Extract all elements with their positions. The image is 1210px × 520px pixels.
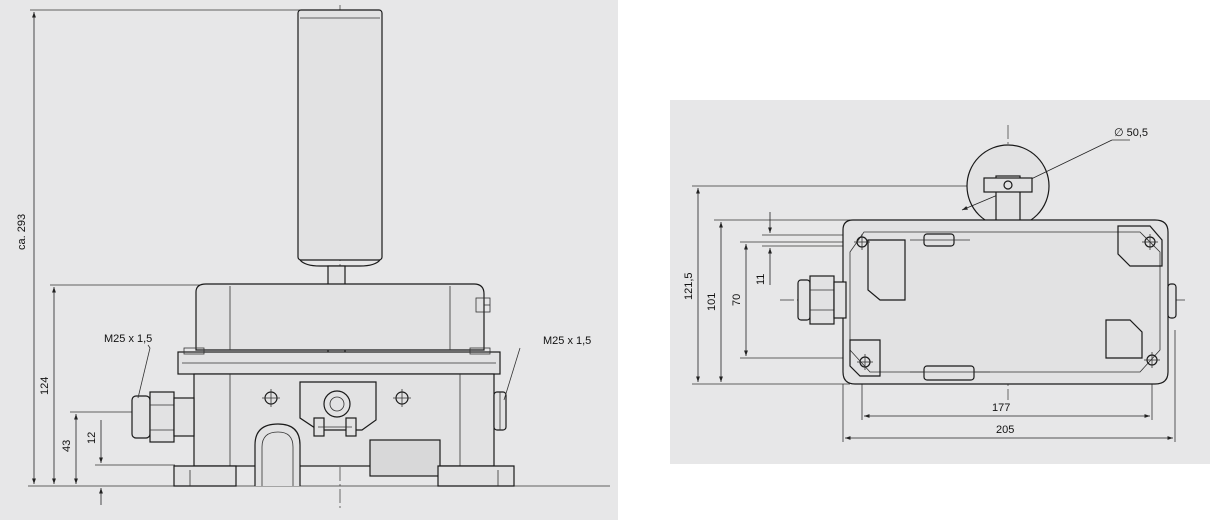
hole-top-left [854,234,870,250]
top-view: ∅ 50,5 121,5 101 70 11 177 205 [683,125,1185,442]
dim-text-base-height: 12 [86,432,98,444]
lever-clamp [299,381,377,437]
dim-text-hole-spacing: 70 [731,294,743,306]
hole-bottom-right [1144,352,1160,368]
cable-gland-left [131,391,195,443]
housing-top [842,219,1169,385]
dim-text-total-width: 205 [996,424,1014,436]
cable-gland-right [493,391,507,431]
dim-text-height-body: 101 [706,293,718,311]
screw-right [393,389,411,407]
housing-lid [195,283,485,351]
dim-text-diameter: ∅ 50,5 [1114,127,1148,139]
nameplate [369,439,441,477]
tension-tube [297,9,383,261]
screw-left [262,389,280,407]
dim-text-height-total: 121,5 [683,272,695,300]
hole-bottom-left [857,354,873,370]
arch-opening [254,423,301,486]
clip-bottom [923,365,975,381]
dim-text-housing-height: 124 [39,377,51,395]
base-foot-right [437,465,515,487]
dim-text-gland-height: 43 [61,440,73,452]
cable-gland-top [797,275,847,325]
gland-label-right: M25 x 1,5 [543,335,591,347]
dim-text-offset: 11 [755,274,767,285]
front-view: ca. 293 124 43 12 M25 x 1,5 M25 x 1,5 [16,5,610,510]
dim-text-hole-width: 177 [992,402,1010,414]
gland-label-left: M25 x 1,5 [104,333,152,345]
base-foot-left [173,465,237,487]
hole-top-right [1142,234,1158,250]
dim-text-overall-height: ca. 293 [16,214,28,250]
